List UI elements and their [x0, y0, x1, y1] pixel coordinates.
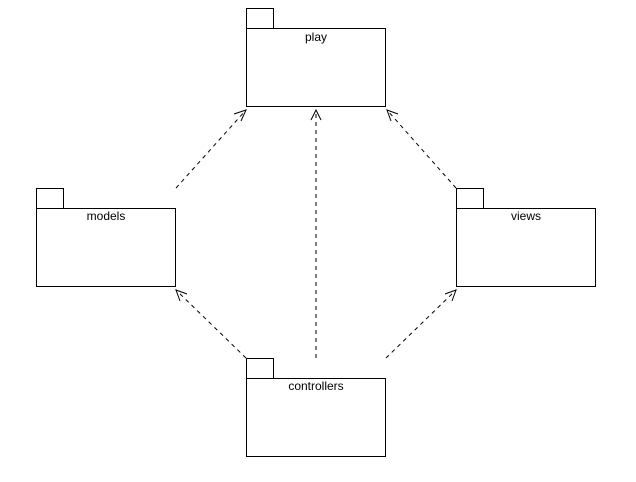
- package-tab: [246, 8, 274, 29]
- package-controllers[interactable]: controllers: [246, 358, 386, 457]
- package-tab: [456, 188, 484, 209]
- dependency-controllers-to-play: [310, 108, 322, 358]
- arrowhead-icon: [175, 289, 188, 302]
- package-tab: [246, 358, 274, 379]
- dependency-line: [385, 289, 457, 359]
- package-play[interactable]: play: [246, 8, 386, 107]
- package-label-play: play: [305, 30, 327, 44]
- dependency-models-to-play: [175, 109, 247, 189]
- arrowhead-icon: [386, 109, 399, 122]
- dependency-line: [175, 109, 247, 189]
- dependency-controllers-to-views: [385, 289, 457, 359]
- package-body: [36, 208, 176, 287]
- arrowhead-icon: [444, 289, 457, 302]
- package-label-models: models: [87, 209, 126, 223]
- dependency-line: [175, 289, 247, 359]
- package-body: [456, 208, 596, 287]
- package-label-views: views: [511, 209, 541, 223]
- dependency-views-to-play: [386, 109, 457, 189]
- arrowhead-icon: [233, 109, 247, 122]
- dependency-controllers-to-models: [175, 289, 247, 359]
- package-body: [246, 28, 386, 107]
- package-models[interactable]: models: [36, 188, 176, 287]
- dependency-line: [386, 109, 457, 189]
- package-body: [246, 378, 386, 457]
- package-label-controllers: controllers: [288, 379, 343, 393]
- package-tab: [36, 188, 64, 209]
- package-views[interactable]: views: [456, 188, 596, 287]
- arrowhead-icon: [310, 108, 322, 121]
